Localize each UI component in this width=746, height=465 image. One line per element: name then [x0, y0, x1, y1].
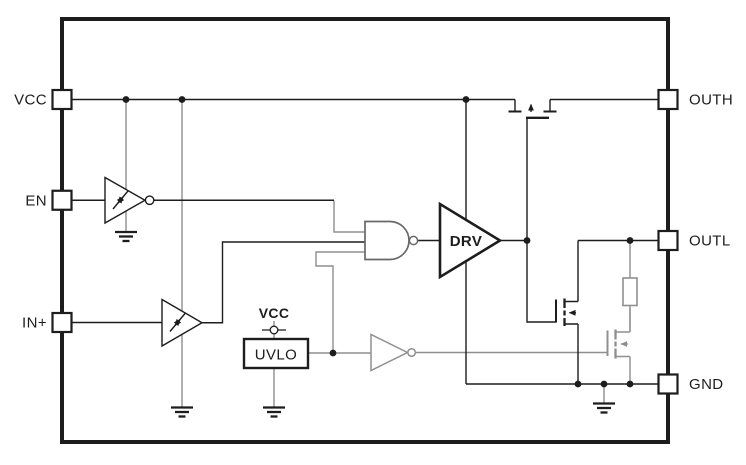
pin-vcc: VCC	[14, 88, 73, 111]
highside-fet	[508, 99, 557, 119]
clamp-fet	[606, 308, 631, 384]
pulldown-gate-wire	[526, 240, 556, 323]
junction-dot	[523, 237, 531, 244]
outl-resistor	[622, 277, 638, 307]
junction-dot	[462, 96, 470, 103]
junction-dot	[178, 96, 186, 103]
pin-in-plus: IN+	[22, 311, 73, 334]
pin-gnd-label: GND	[689, 376, 724, 393]
pin-outh: OUTH	[657, 88, 733, 111]
junction-dot	[122, 96, 130, 103]
nand-bubble	[408, 235, 419, 246]
uvlo-inverter	[370, 333, 417, 372]
pin-gnd: GND	[657, 373, 724, 395]
en-to-nand-wire	[333, 200, 365, 233]
pin-en: EN	[25, 189, 73, 211]
nand-gate	[364, 220, 419, 261]
inverter-bubble	[407, 347, 417, 358]
pin-outl-label: OUTL	[689, 233, 731, 250]
pulldown-fet	[555, 240, 579, 384]
ground-icon	[261, 406, 287, 418]
pins: VCC EN IN+ OUTH OUTL GND	[14, 88, 733, 395]
uvlo-to-nand-wire	[315, 251, 365, 353]
pin-en-label: EN	[25, 193, 47, 210]
uvlo-block: VCC UVLO	[242, 305, 310, 370]
junction-dot	[574, 380, 582, 388]
ground-icon	[169, 406, 195, 418]
drv-driver: DRV	[438, 201, 503, 280]
supply-terminal-icon	[269, 325, 279, 335]
ground-icon	[113, 230, 139, 243]
drv-label: DRV	[450, 233, 483, 250]
primary-wires	[71, 98, 659, 385]
pin-in-plus-label: IN+	[22, 315, 47, 332]
uvlo-label: UVLO	[255, 347, 297, 364]
junction-dot	[626, 380, 634, 388]
junction-dot	[600, 380, 608, 388]
uvlo-supply-label: VCC	[259, 305, 289, 321]
pin-outl: OUTL	[657, 229, 731, 252]
inverter-bubble	[144, 195, 155, 206]
en-inverter	[104, 176, 155, 225]
junction-dot	[626, 237, 634, 244]
pin-vcc-label: VCC	[14, 92, 47, 109]
in-buffer	[161, 298, 204, 348]
junction-dot	[329, 349, 337, 357]
junction-dots	[122, 96, 634, 388]
pin-outh-label: OUTH	[689, 92, 733, 109]
ground-icon	[591, 402, 617, 414]
in-buffer-to-nand-wire	[202, 241, 365, 324]
